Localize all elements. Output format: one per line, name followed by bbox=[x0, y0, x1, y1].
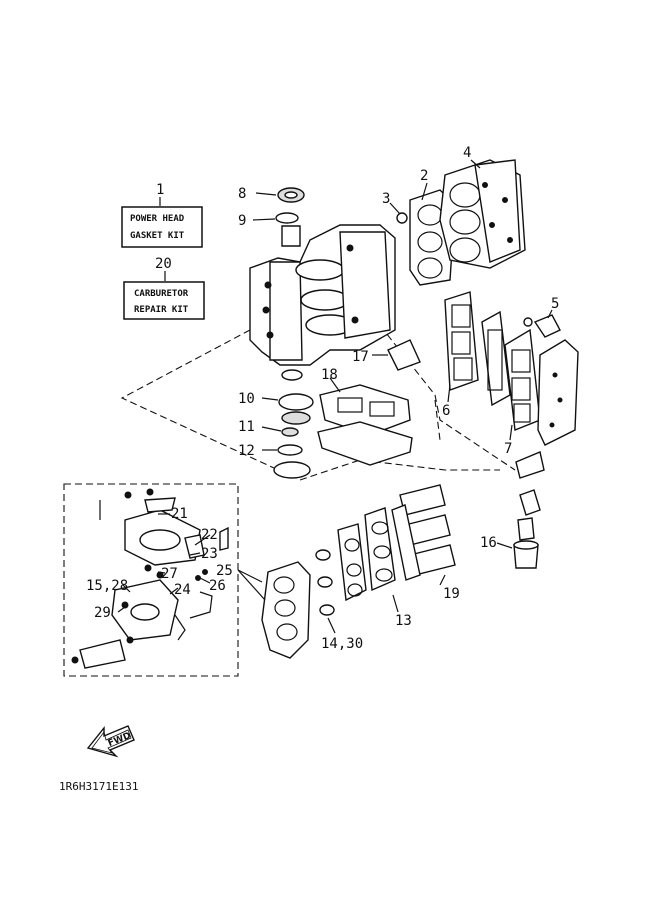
seal-11 bbox=[261, 426, 299, 437]
callout-14-30: 14,30 bbox=[321, 636, 363, 652]
callout-2: 2 bbox=[420, 168, 428, 184]
diagram-code: 1R6H3171E131 bbox=[59, 780, 138, 793]
exhaust-cover bbox=[481, 310, 511, 407]
callout-13: 13 bbox=[395, 613, 412, 629]
callout-7: 7 bbox=[504, 441, 512, 457]
callout-11: 11 bbox=[238, 419, 255, 435]
callout-23: 23 bbox=[201, 546, 218, 562]
intake-manifold bbox=[261, 561, 311, 659]
exhaust-gasket bbox=[444, 291, 479, 391]
callout-29: 29 bbox=[94, 605, 111, 621]
kit-label-line1: CARBURETOR bbox=[134, 289, 189, 299]
kit-box-power-head-gasket: 1 POWER HEAD GASKET KIT bbox=[121, 182, 203, 248]
carburetor-assembly bbox=[71, 488, 229, 669]
callout-19: 19 bbox=[443, 586, 460, 602]
kit-label-line2: REPAIR KIT bbox=[134, 305, 189, 315]
outer-exhaust-cover bbox=[537, 339, 579, 446]
crank-part bbox=[281, 369, 303, 381]
callout-6: 6 bbox=[442, 403, 450, 419]
callout-18: 18 bbox=[321, 367, 338, 383]
kit-label-line2: GASKET KIT bbox=[130, 231, 185, 241]
callout-3: 3 bbox=[382, 191, 390, 207]
callout-8: 8 bbox=[238, 186, 246, 202]
oil-seal-8 bbox=[255, 187, 305, 203]
callout-20: 20 bbox=[155, 256, 172, 272]
callout-15-28: 15,28 bbox=[86, 578, 128, 594]
callout-21: 21 bbox=[171, 506, 188, 522]
callout-25: 25 bbox=[216, 563, 233, 579]
callout-26: 26 bbox=[209, 578, 226, 594]
kit-box-carburetor-repair: 20 CARBURETOR REPAIR KIT bbox=[123, 256, 205, 320]
callout-24: 24 bbox=[174, 582, 191, 598]
power-head-block bbox=[249, 224, 396, 366]
o-ring-9 bbox=[252, 212, 301, 247]
callout-4: 4 bbox=[463, 145, 471, 161]
forward-arrow-icon: FWD bbox=[86, 725, 135, 758]
water-tube-16 bbox=[496, 451, 545, 569]
intake-gasket-14-30 bbox=[315, 523, 367, 616]
callout-12: 12 bbox=[238, 443, 255, 459]
plate-17 bbox=[372, 339, 421, 371]
cylinder-head bbox=[439, 159, 526, 269]
bearing-10 bbox=[261, 393, 314, 425]
o-ring-12 bbox=[262, 444, 311, 479]
callout-5: 5 bbox=[551, 296, 559, 312]
exhaust-cover-gasket bbox=[504, 328, 541, 431]
callout-22: 22 bbox=[201, 527, 218, 543]
gasket-18 bbox=[317, 377, 413, 466]
callout-27: 27 bbox=[161, 566, 178, 582]
callouts: 2 3 4 5 6 7 8 9 10 11 12 13 14,30 15,28 … bbox=[86, 145, 559, 652]
kit-label-line1: POWER HEAD bbox=[130, 214, 185, 224]
reed-valve-19 bbox=[391, 484, 456, 581]
callout-17: 17 bbox=[352, 349, 369, 365]
callout-10: 10 bbox=[238, 391, 255, 407]
callout-16: 16 bbox=[480, 535, 497, 551]
leader-lines bbox=[117, 159, 513, 634]
callout-9: 9 bbox=[238, 213, 246, 229]
thermostat-part-5 bbox=[523, 309, 561, 338]
reed-valve-gasket-13 bbox=[364, 507, 396, 592]
small-part-3 bbox=[389, 202, 408, 224]
callout-1: 1 bbox=[156, 182, 164, 198]
